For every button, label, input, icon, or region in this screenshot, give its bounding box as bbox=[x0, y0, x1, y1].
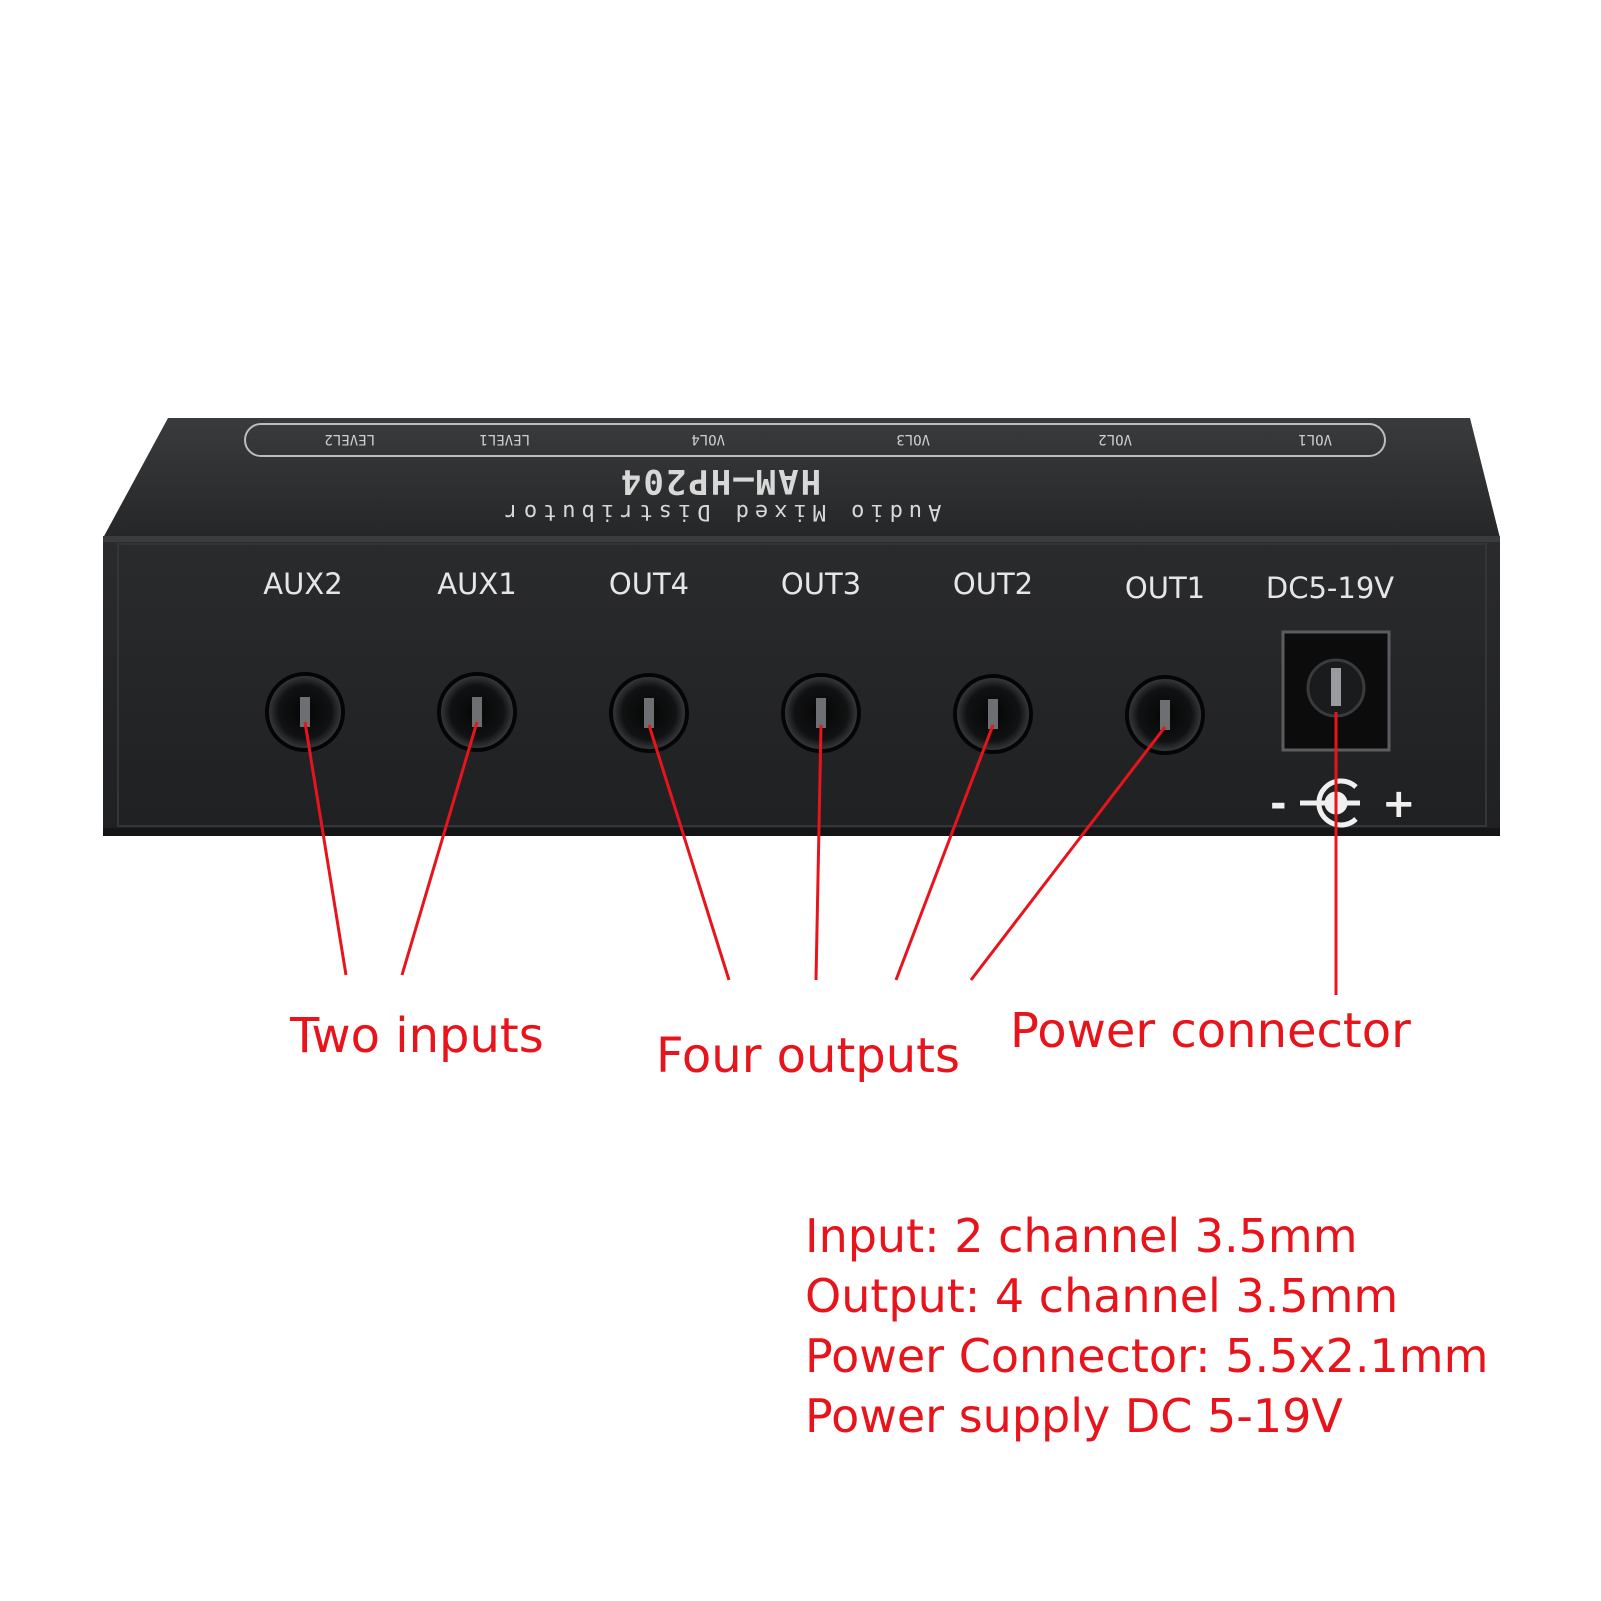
polarity-minus-text: - bbox=[1270, 781, 1287, 827]
audio-jacks bbox=[265, 672, 1205, 755]
device-top-surface: VOL1 VOL2 VOL3 VOL4 LEVEL1 LEVEL2 Audio … bbox=[103, 418, 1500, 538]
callout-line-out3 bbox=[814, 724, 823, 981]
power-label: DC5-19V bbox=[1266, 571, 1394, 605]
device-branding: Audio Mixed Distributor HAM—HP204 bbox=[499, 461, 942, 524]
callout-two-inputs: Two inputs bbox=[290, 1008, 544, 1064]
spec-output: Output: 4 channel 3.5mm bbox=[805, 1269, 1399, 1323]
top-label-vol2: VOL2 bbox=[1098, 431, 1132, 447]
top-label-vol3: VOL3 bbox=[896, 431, 930, 447]
callout-line-aux1 bbox=[400, 721, 479, 976]
device-subtitle: Audio Mixed Distributor bbox=[499, 499, 942, 524]
device-model: HAM—HP204 bbox=[619, 461, 821, 501]
spec-power-connector: Power Connector: 5.5x2.1mm bbox=[805, 1329, 1489, 1383]
top-label-vol1: VOL1 bbox=[1298, 431, 1332, 447]
port-label-out2: OUT2 bbox=[953, 567, 1033, 601]
callout-line-out2 bbox=[894, 724, 995, 981]
port-label-aux2: AUX2 bbox=[263, 567, 342, 601]
spec-power-supply: Power supply DC 5-19V bbox=[805, 1389, 1343, 1443]
callout-line-out1 bbox=[969, 726, 1167, 981]
jack-out4 bbox=[609, 673, 689, 753]
jack-out2 bbox=[953, 674, 1033, 754]
port-labels: AUX2 AUX1 OUT4 OUT3 OUT2 OUT1 DC5-19V bbox=[263, 567, 1394, 605]
port-label-aux1: AUX1 bbox=[437, 567, 516, 601]
polarity-symbol: - + bbox=[1270, 778, 1416, 828]
jack-aux1 bbox=[437, 672, 517, 752]
callout-line-out4 bbox=[647, 724, 731, 981]
top-label-level2: LEVEL2 bbox=[324, 431, 375, 447]
callout-four-outputs: Four outputs bbox=[656, 1028, 961, 1084]
callout-power-connector: Power connector bbox=[1010, 1003, 1411, 1059]
callout-line-aux2 bbox=[303, 721, 348, 976]
jack-aux2 bbox=[265, 672, 345, 752]
top-label-level1: LEVEL1 bbox=[479, 431, 530, 447]
spec-input: Input: 2 channel 3.5mm bbox=[805, 1209, 1358, 1263]
callout-lines bbox=[303, 712, 1338, 995]
top-control-labels: VOL1 VOL2 VOL3 VOL4 LEVEL1 LEVEL2 bbox=[324, 431, 1332, 447]
top-label-vol4: VOL4 bbox=[691, 431, 725, 447]
polarity-plus-text: + bbox=[1382, 781, 1416, 827]
port-label-out4: OUT4 bbox=[609, 567, 689, 601]
jack-out1 bbox=[1125, 675, 1205, 755]
port-label-out1: OUT1 bbox=[1125, 571, 1205, 605]
spec-list: Input: 2 channel 3.5mm Output: 4 channel… bbox=[805, 1206, 1488, 1446]
port-label-out3: OUT3 bbox=[781, 567, 861, 601]
jack-out3 bbox=[781, 673, 861, 753]
